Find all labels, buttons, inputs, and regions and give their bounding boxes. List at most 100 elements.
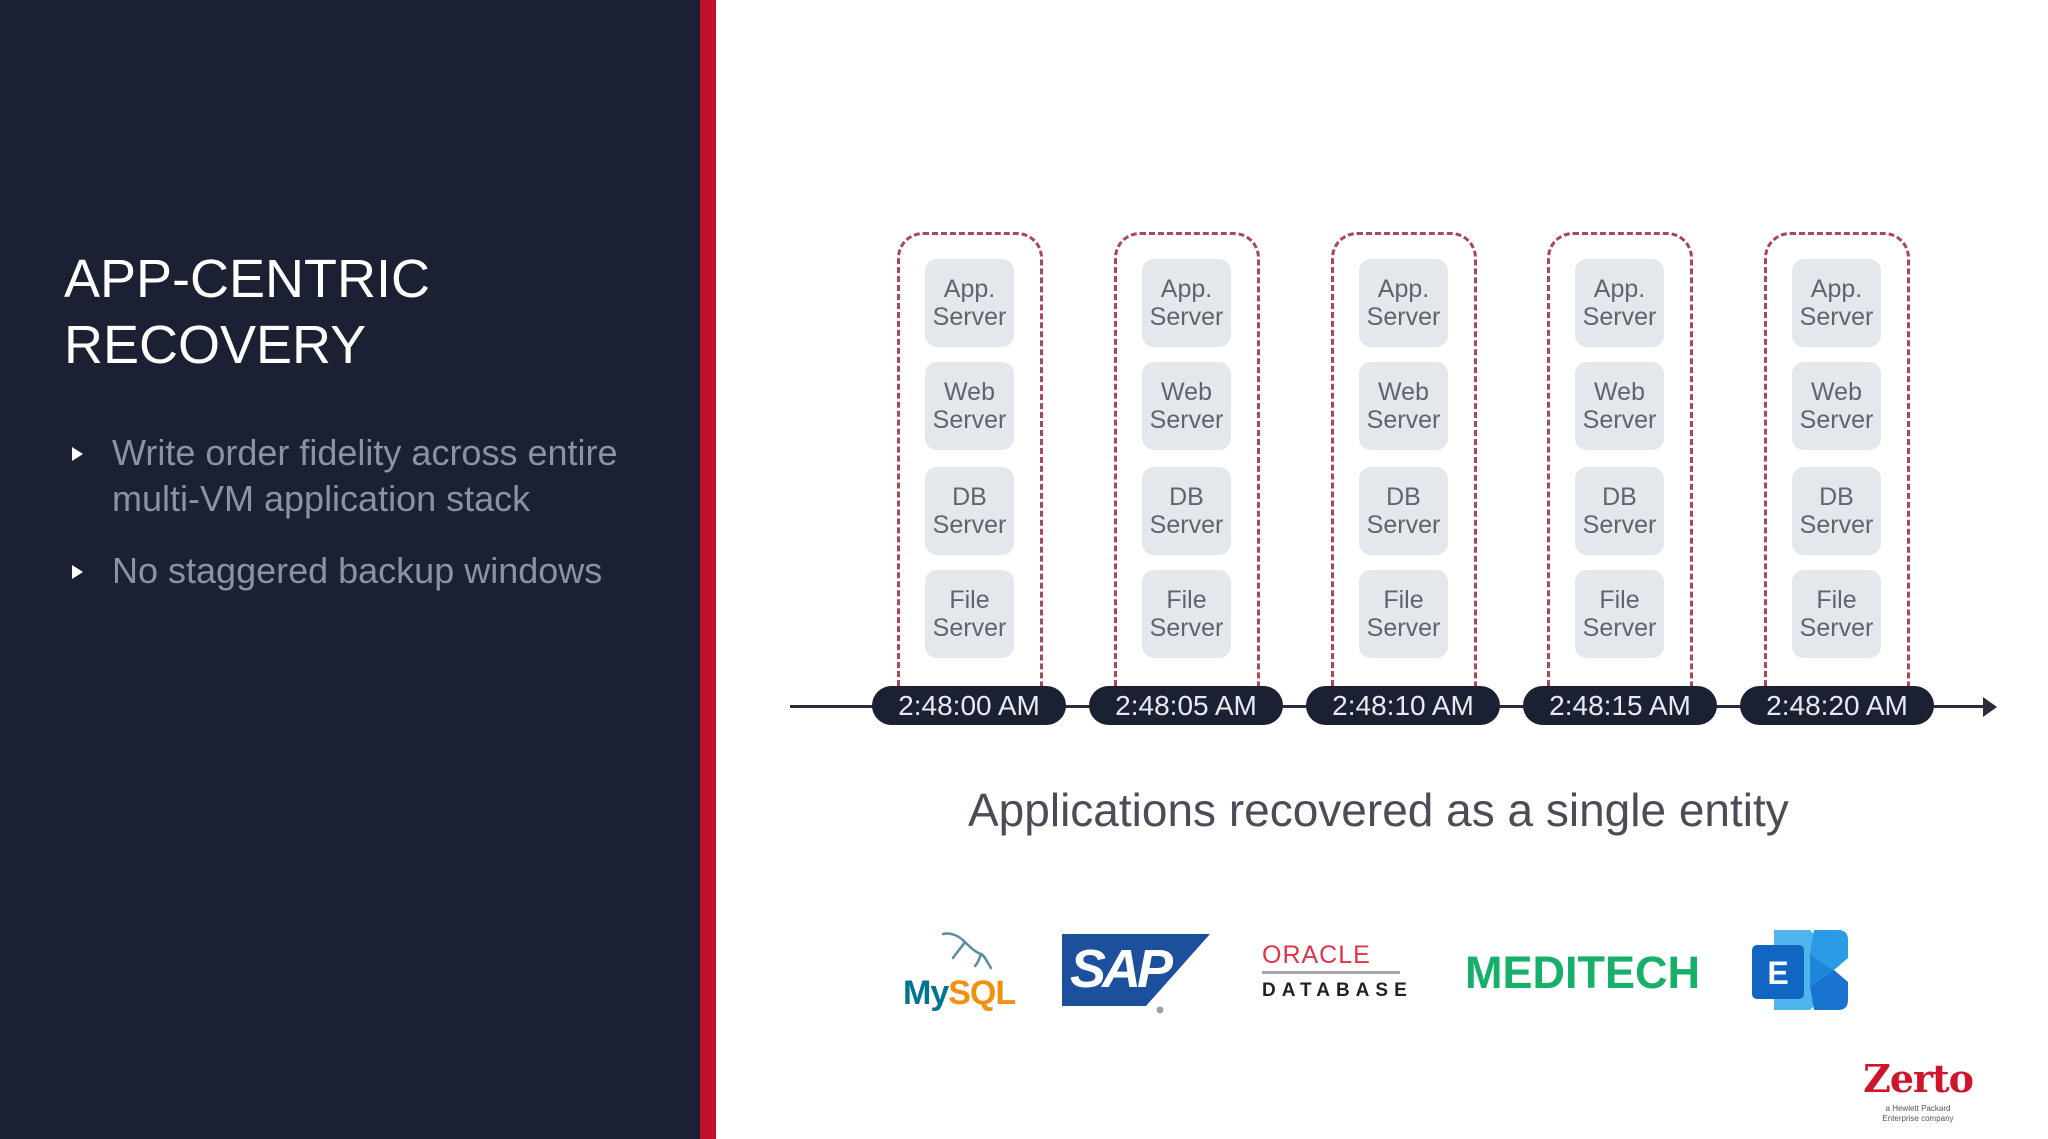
arrow-right-icon	[1983, 697, 1997, 717]
server-label-line: Server	[1149, 511, 1224, 539]
sap-logo: SAP	[1062, 934, 1212, 1014]
zerto-subtitle-line-1: a Hewlett Packard	[1885, 1104, 1951, 1113]
server-label-line: Server	[932, 406, 1007, 434]
server-label-line: Server	[1149, 406, 1224, 434]
consistency-group-frame	[1764, 232, 1910, 688]
server-label-line: Server	[1366, 303, 1441, 331]
server-label-line: App.	[1377, 275, 1430, 303]
server-label-line: Server	[1366, 614, 1441, 642]
zerto-wordmark: Zerto	[1863, 1056, 1974, 1101]
server-label-line: App.	[1593, 275, 1646, 303]
meditech-logo: MEDITECH	[1465, 947, 1700, 998]
mysql-wordmark: MySQL	[903, 974, 1016, 1013]
server-label-line: Server	[1799, 511, 1874, 539]
timestamp-pill: 2:48:05 AM	[1089, 686, 1283, 725]
oracle-database-logo: ORACLE DATABASE	[1262, 942, 1407, 1004]
server-label-line: File	[1816, 586, 1857, 614]
server-label-line: Server	[1149, 303, 1224, 331]
server-label-line: App.	[943, 275, 996, 303]
bullet-triangle-icon	[72, 565, 83, 579]
zerto-logo: Zerto a Hewlett Packard Enterprise compa…	[1858, 1060, 1978, 1124]
bullet-item: No staggered backup windows	[70, 548, 670, 594]
timestamp-pill: 2:48:20 AM	[1740, 686, 1934, 725]
server-label-line: Server	[932, 614, 1007, 642]
zerto-subtitle: a Hewlett Packard Enterprise company	[1858, 1104, 1978, 1124]
exchange-icon: E	[1752, 928, 1850, 1012]
consistency-group-frame	[1114, 232, 1260, 688]
server-card: App.Server	[1792, 259, 1881, 347]
bullet-list: Write order fidelity across entire multi…	[70, 430, 670, 620]
bullet-text: No staggered backup windows	[112, 550, 603, 591]
server-label-line: Server	[1582, 614, 1657, 642]
slide-title: APP-CENTRIC RECOVERY	[64, 246, 430, 378]
server-label-line: DB	[1386, 483, 1421, 511]
mysql-sql: SQL	[948, 974, 1016, 1012]
consistency-group-frame	[1547, 232, 1693, 688]
oracle-database-text: DATABASE	[1262, 980, 1413, 1001]
server-label-line: Server	[1366, 511, 1441, 539]
sap-wordmark: SAP	[1070, 939, 1173, 999]
server-label-line: DB	[952, 483, 987, 511]
server-label-line: Server	[932, 511, 1007, 539]
server-label-line: Server	[1799, 406, 1874, 434]
bullet-text: Write order fidelity across entire multi…	[112, 432, 618, 519]
server-label-line: Web	[944, 378, 995, 406]
server-label-line: Web	[1378, 378, 1429, 406]
mysql-logo: MySQL	[897, 930, 1016, 1012]
server-label-line: App.	[1160, 275, 1213, 303]
oracle-divider	[1262, 971, 1400, 974]
zerto-subtitle-line-2: Enterprise company	[1882, 1114, 1954, 1123]
server-card: App.Server	[1142, 259, 1231, 347]
server-label-line: DB	[1602, 483, 1637, 511]
timestamp-pill: 2:48:00 AM	[872, 686, 1066, 725]
title-line-2: RECOVERY	[64, 315, 367, 375]
server-label-line: File	[1383, 586, 1424, 614]
accent-stripe	[700, 0, 716, 1139]
dolphin-icon	[941, 932, 993, 970]
server-label-line: Server	[1799, 303, 1874, 331]
svg-text:E: E	[1767, 955, 1788, 991]
server-label-line: Server	[1149, 614, 1224, 642]
server-label-line: Server	[1366, 406, 1441, 434]
server-label-line: Server	[1582, 511, 1657, 539]
sap-shape	[1062, 934, 1210, 1014]
server-label-line: File	[1599, 586, 1640, 614]
timestamp-pill: 2:48:15 AM	[1523, 686, 1717, 725]
server-label-line: DB	[1819, 483, 1854, 511]
consistency-group-frame	[1331, 232, 1477, 688]
diagram-caption: Applications recovered as a single entit…	[968, 784, 1789, 836]
server-label-line: File	[1166, 586, 1207, 614]
timestamp-pill: 2:48:10 AM	[1306, 686, 1500, 725]
server-card: App.Server	[1359, 259, 1448, 347]
server-label-line: Server	[932, 303, 1007, 331]
server-label-line: Web	[1161, 378, 1212, 406]
server-label-line: Web	[1594, 378, 1645, 406]
server-label-line: File	[949, 586, 990, 614]
server-card: App.Server	[925, 259, 1014, 347]
server-label-line: Server	[1799, 614, 1874, 642]
server-label-line: Server	[1582, 303, 1657, 331]
title-line-1: APP-CENTRIC	[64, 249, 431, 309]
server-card: App.Server	[1575, 259, 1664, 347]
left-panel: APP-CENTRIC RECOVERY Write order fidelit…	[0, 0, 700, 1139]
